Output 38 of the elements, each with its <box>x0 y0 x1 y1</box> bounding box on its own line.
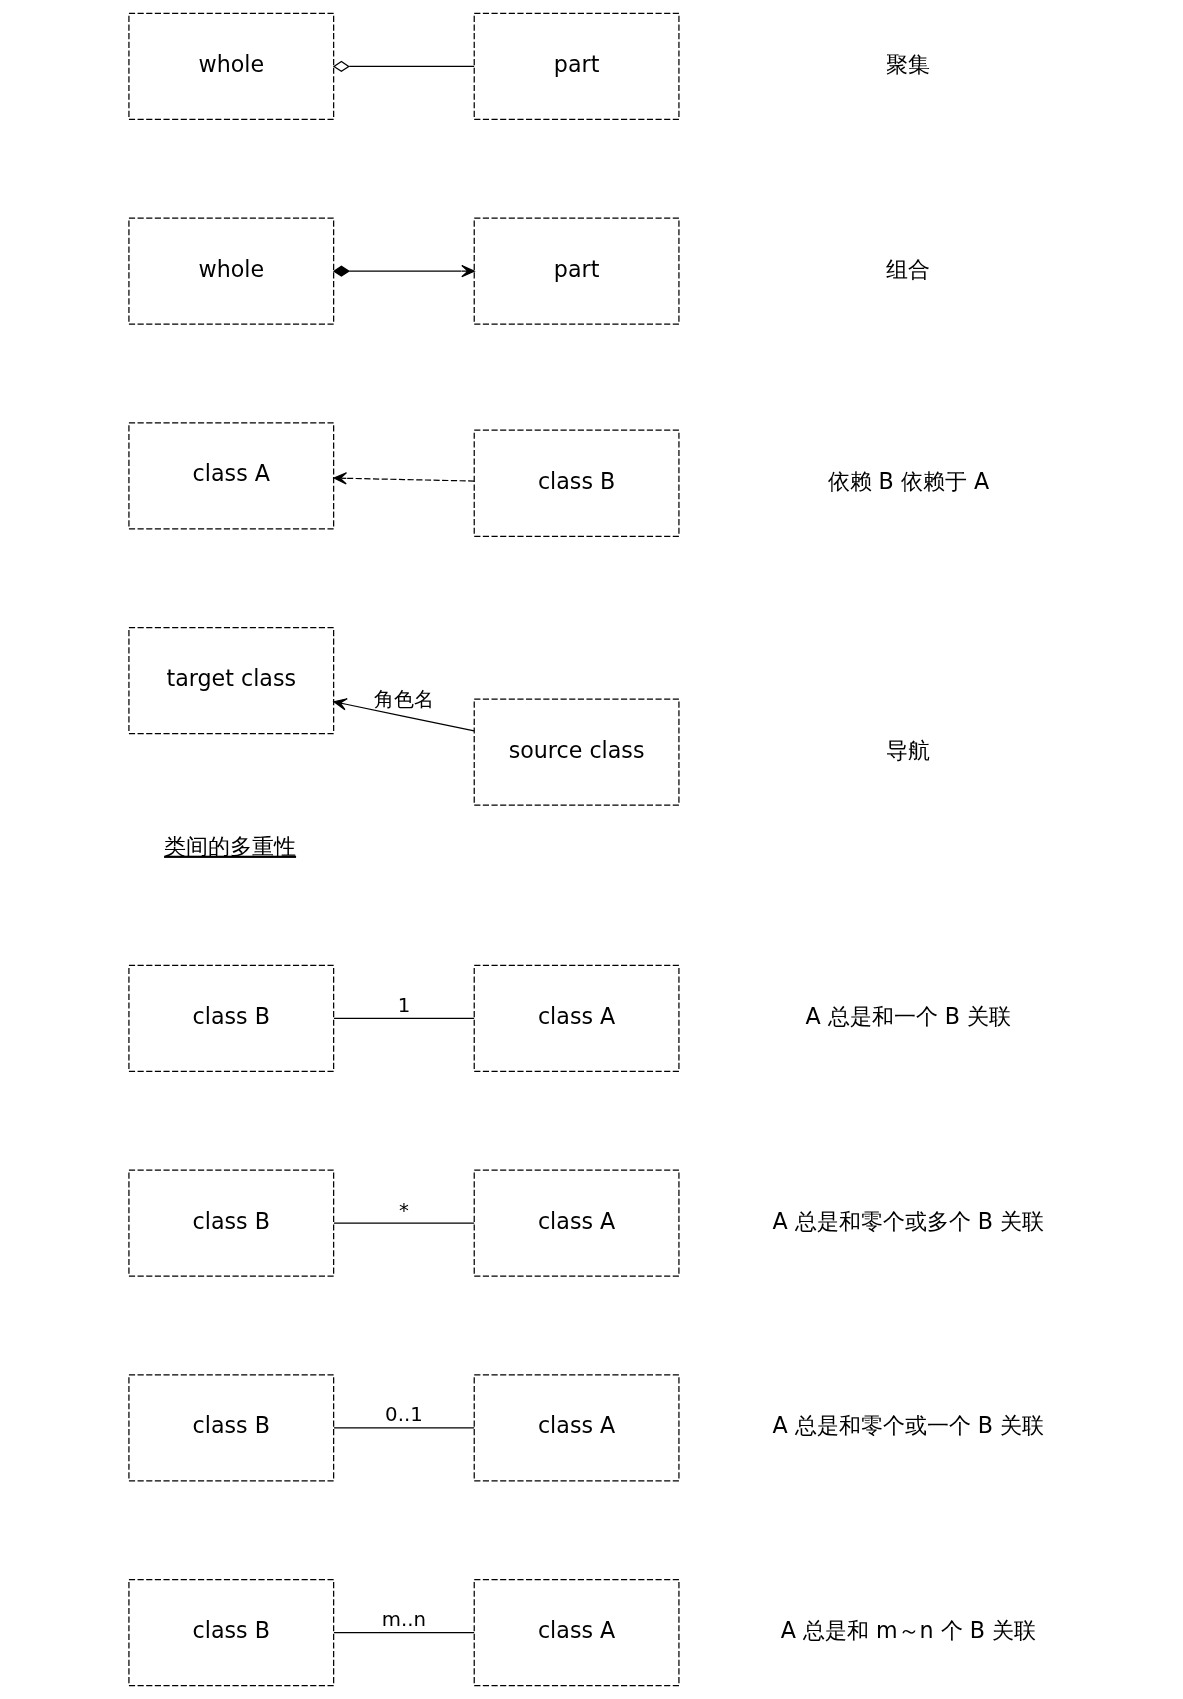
arrow <box>332 698 475 732</box>
node-box: whole <box>127 12 334 121</box>
connector <box>332 1222 475 1224</box>
node-box: whole <box>127 217 334 325</box>
node-box: class B <box>473 429 680 537</box>
connector <box>332 60 475 73</box>
node-box: target class <box>127 626 334 735</box>
node-box: class A <box>473 964 680 1073</box>
connector <box>332 1427 475 1429</box>
edge-label: m..n <box>381 1608 426 1632</box>
label: 类间的多重性 <box>163 832 296 859</box>
label: A 总是和一个 B 关联 <box>805 1002 1011 1029</box>
label: A 总是和零个或多个 B 关联 <box>772 1207 1044 1234</box>
label: 依赖 B 依赖于 A <box>827 467 989 494</box>
connector <box>332 1631 475 1634</box>
edge-label: * <box>398 1198 409 1222</box>
label: 聚集 <box>885 50 930 77</box>
node-box: source class <box>473 698 680 806</box>
node-box: part <box>473 12 680 121</box>
node-box: class A <box>473 1578 680 1687</box>
label: 导航 <box>885 736 930 763</box>
node-box: class B <box>127 1169 334 1277</box>
arrow <box>332 472 475 485</box>
edge-label: 1 <box>397 994 410 1018</box>
edge-label: 角色名 <box>373 688 434 712</box>
connector <box>332 1017 475 1020</box>
node-box: class A <box>473 1374 680 1482</box>
node-box: part <box>473 217 680 325</box>
label: 组合 <box>885 255 930 282</box>
node-box: class B <box>127 1578 334 1687</box>
node-box: class B <box>127 964 334 1073</box>
label: A 总是和 m～n 个 B 关联 <box>780 1617 1036 1644</box>
arrow <box>332 264 475 278</box>
node-box: class A <box>473 1169 680 1277</box>
node-box: class B <box>127 1374 334 1482</box>
node-box: class A <box>127 422 334 530</box>
label: A 总是和零个或一个 B 关联 <box>772 1412 1044 1439</box>
edge-label: 0..1 <box>384 1403 423 1427</box>
